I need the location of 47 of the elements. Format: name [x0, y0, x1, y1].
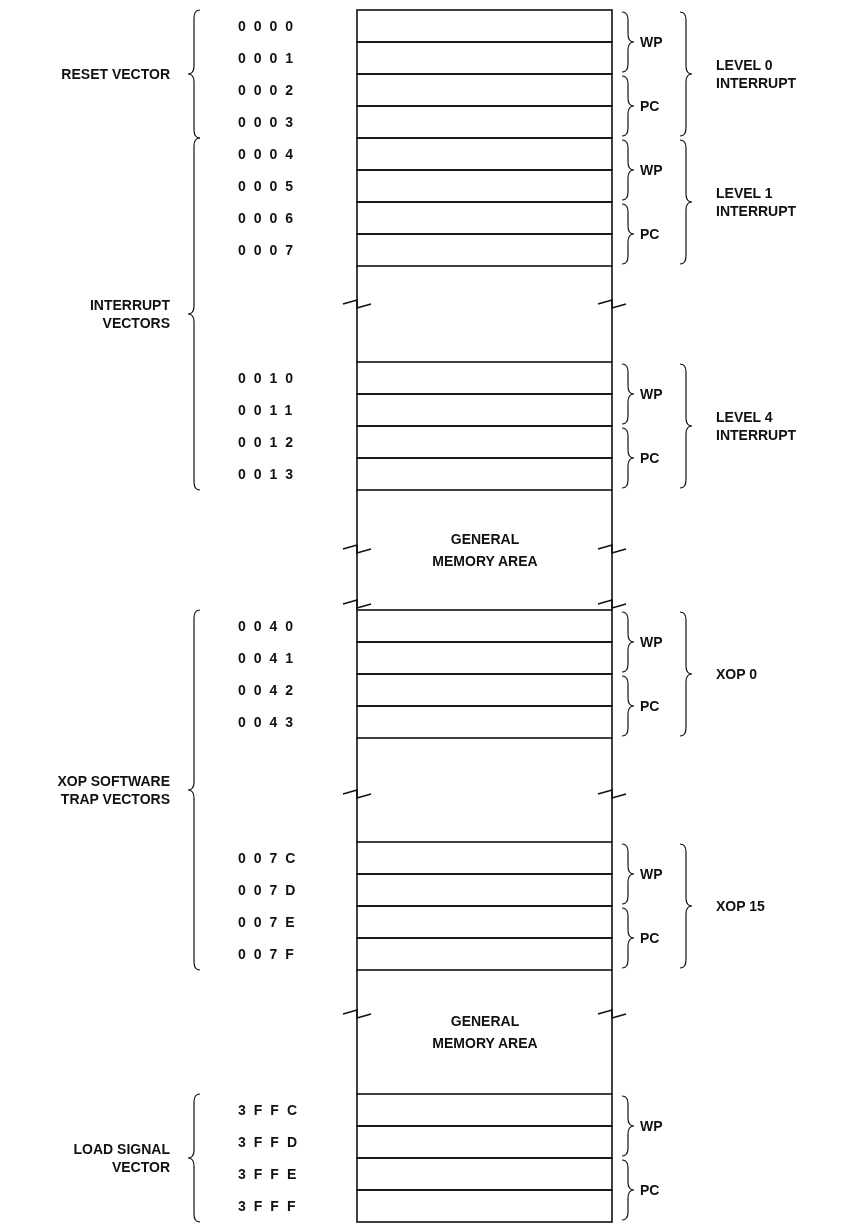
area-label: GENERAL MEMORY AREA	[431, 530, 539, 571]
address-label: 0007	[238, 241, 303, 259]
register-label: WP	[640, 161, 663, 179]
group-label: LEVEL 0 INTERRUPT	[716, 56, 798, 92]
group-label: XOP 0	[716, 665, 758, 683]
address-label: 0010	[238, 369, 303, 387]
address-label: 3FFE	[238, 1165, 306, 1183]
address-label: 3FFD	[238, 1133, 306, 1151]
address-label: 0001	[238, 49, 303, 67]
address-label: 0000	[238, 17, 303, 35]
address-label: 0006	[238, 209, 303, 227]
address-label: 0040	[238, 617, 303, 635]
group-label: LEVEL 1 INTERRUPT	[716, 184, 798, 220]
address-label: 0041	[238, 649, 303, 667]
address-label: 0002	[238, 81, 303, 99]
address-label: 0011	[238, 401, 302, 419]
group-label: LOAD SIGNAL VECTOR	[72, 1140, 170, 1176]
register-label: PC	[640, 225, 660, 243]
group-label: RESET VECTOR	[60, 65, 170, 83]
register-label: WP	[640, 33, 663, 51]
register-label: WP	[640, 633, 663, 651]
group-label: LEVEL 4 INTERRUPT	[716, 408, 798, 444]
group-label: XOP 15	[716, 897, 766, 915]
address-label: 007C	[238, 849, 305, 867]
register-label: PC	[640, 449, 660, 467]
address-label: 3FFC	[238, 1101, 306, 1119]
address-label: 0012	[238, 433, 303, 451]
address-label: 007D	[238, 881, 305, 899]
address-label: 0005	[238, 177, 303, 195]
address-label: 007F	[238, 945, 303, 963]
address-label: 0004	[238, 145, 303, 163]
register-label: PC	[640, 697, 660, 715]
register-label: PC	[640, 97, 660, 115]
register-label: WP	[640, 865, 663, 883]
address-label: 0013	[238, 465, 303, 483]
address-label: 007E	[238, 913, 304, 931]
address-label: 0003	[238, 113, 303, 131]
address-label: 3FFF	[238, 1197, 305, 1215]
register-label: PC	[640, 929, 660, 947]
register-label: WP	[640, 1117, 663, 1135]
group-label: XOP SOFTWARE TRAP VECTORS	[56, 772, 170, 808]
register-label: WP	[640, 385, 663, 403]
address-label: 0042	[238, 681, 303, 699]
address-label: 0043	[238, 713, 303, 731]
group-label: INTERRUPT VECTORS	[88, 296, 170, 332]
area-label: GENERAL MEMORY AREA	[431, 1012, 539, 1053]
register-label: PC	[640, 1181, 660, 1199]
